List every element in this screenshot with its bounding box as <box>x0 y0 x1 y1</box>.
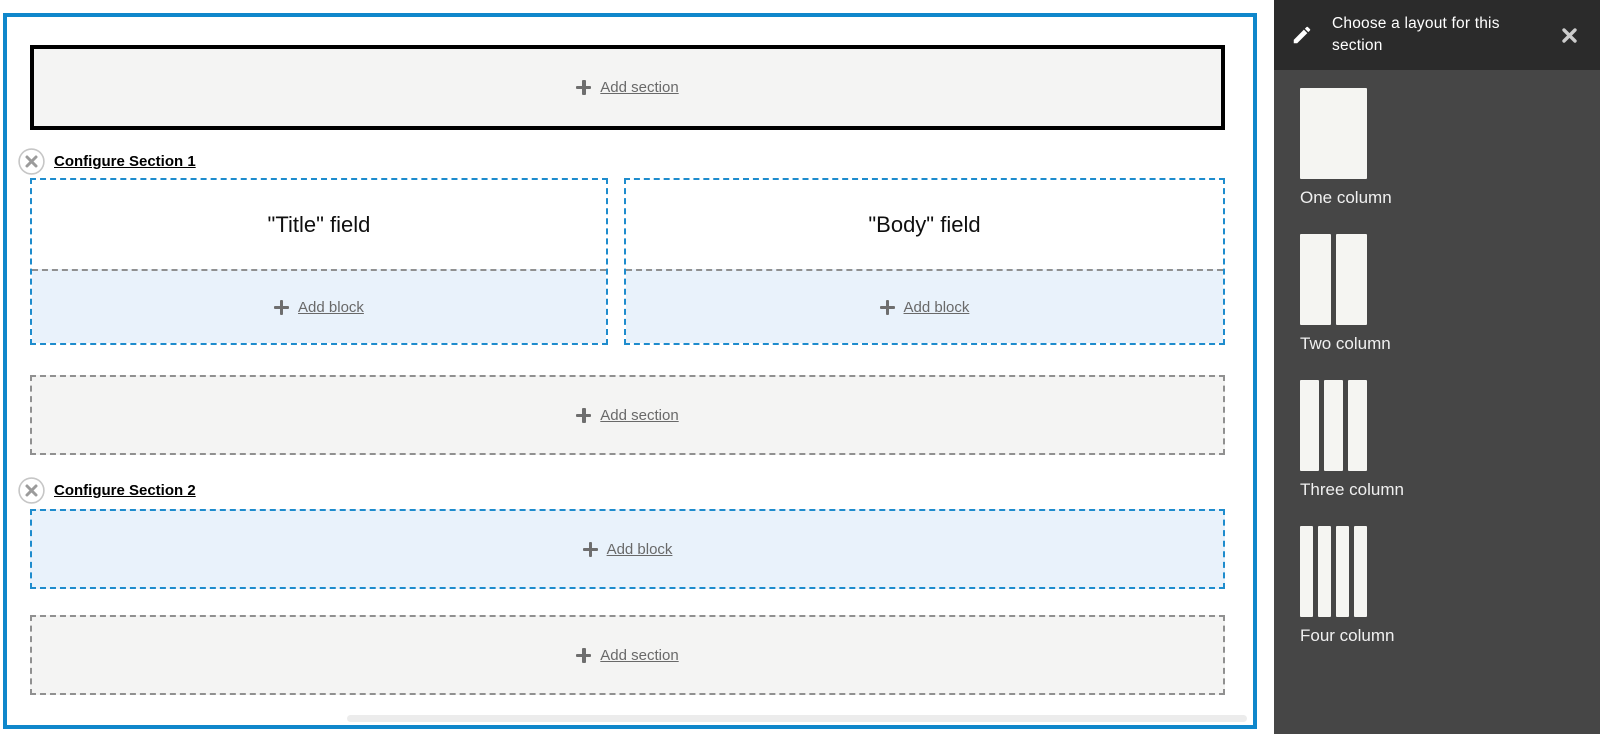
add-block-label: Add block <box>606 540 673 558</box>
section-2-header: Configure Section 2 <box>18 476 1225 504</box>
title-field-block[interactable]: "Title" field <box>267 211 371 237</box>
add-block-link-section-2[interactable]: Add block <box>582 540 673 558</box>
configure-section-1-link[interactable]: Configure Section 1 <box>54 152 196 170</box>
plus-icon <box>576 647 592 663</box>
layout-option-one-column[interactable]: One column <box>1300 88 1600 208</box>
horizontal-scrollbar[interactable] <box>347 715 1247 722</box>
layout-options-list: One column Two column Three column Four … <box>1274 70 1600 646</box>
section-2: Add block <box>30 509 1225 589</box>
plus-icon <box>576 80 592 95</box>
close-button[interactable] <box>1561 27 1578 44</box>
section-1-header: Configure Section 1 <box>18 147 1225 175</box>
layout-option-label: Three column <box>1300 480 1404 499</box>
add-block-label: Add block <box>903 298 970 316</box>
plus-icon <box>274 299 290 315</box>
add-section-dropzone-top: Add section <box>30 45 1225 130</box>
add-section-dropzone-bottom: Add section <box>30 615 1225 695</box>
add-block-link-second[interactable]: Add block <box>879 298 970 316</box>
add-section-link-top[interactable]: Add section <box>576 79 679 96</box>
pencil-icon <box>1293 26 1311 44</box>
sidebar-header: Choose a layout for this section <box>1274 0 1600 70</box>
close-icon <box>1562 27 1577 43</box>
layout-option-label: Four column <box>1300 626 1395 645</box>
body-field-block[interactable]: "Body" field <box>868 211 981 237</box>
layout-option-four-column[interactable]: Four column <box>1300 526 1600 646</box>
configure-section-2-link[interactable]: Configure Section 2 <box>54 481 196 499</box>
add-section-link-bottom[interactable]: Add section <box>576 646 679 664</box>
plus-icon <box>576 407 592 423</box>
plus-icon <box>879 299 895 315</box>
add-section-dropzone-middle: Add section <box>30 375 1225 455</box>
add-section-label: Add section <box>600 646 679 664</box>
four-column-thumbnail-icon <box>1300 526 1367 617</box>
layout-option-three-column[interactable]: Three column <box>1300 380 1600 500</box>
sidebar-title: Choose a layout for this section <box>1332 15 1500 54</box>
two-column-thumbnail-icon <box>1300 234 1367 325</box>
plus-icon <box>582 541 598 557</box>
add-block-dropzone-second: Add block <box>625 269 1223 343</box>
section-1-column-second: "Body" field Add block <box>623 178 1225 345</box>
remove-section-1-button[interactable] <box>18 147 45 175</box>
remove-section-2-button[interactable] <box>18 476 45 504</box>
add-block-label: Add block <box>298 298 364 316</box>
layout-option-label: One column <box>1300 188 1392 207</box>
add-section-link-middle[interactable]: Add section <box>576 406 679 424</box>
add-section-label: Add section <box>600 79 679 96</box>
layout-option-two-column[interactable]: Two column <box>1300 234 1600 354</box>
add-section-label: Add section <box>600 406 679 424</box>
three-column-thumbnail-icon <box>1300 380 1367 471</box>
layout-preview-canvas: Add section Configure Section 1 "Title" … <box>3 13 1257 729</box>
add-block-link-first[interactable]: Add block <box>274 299 364 316</box>
section-1-column-first: "Title" field Add block <box>30 178 608 345</box>
one-column-thumbnail-icon <box>1300 88 1367 179</box>
layout-selection-sidebar: Choose a layout for this section One col… <box>1274 0 1600 734</box>
section-1: "Title" field Add block "Body" field Add… <box>30 178 1225 345</box>
add-block-dropzone-first: Add block <box>32 269 606 343</box>
layout-option-label: Two column <box>1300 334 1391 353</box>
